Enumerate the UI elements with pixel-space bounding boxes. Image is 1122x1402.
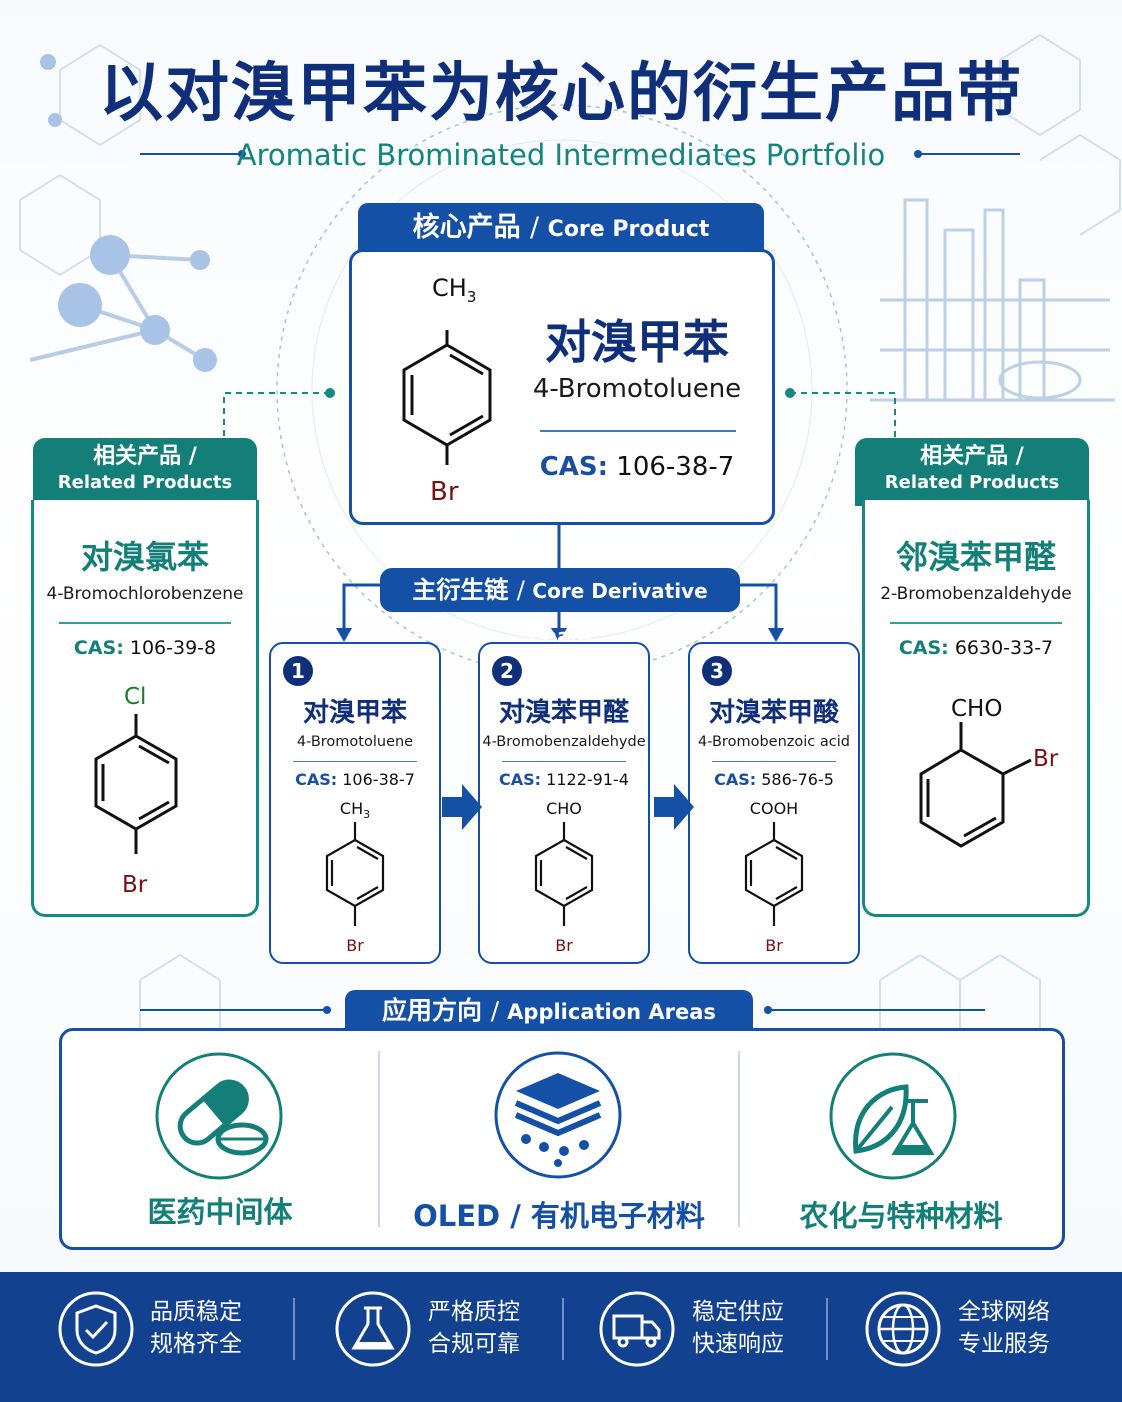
- footer-divider: [826, 1298, 828, 1360]
- chain-name-cn: 对溴苯甲醛: [498, 698, 629, 728]
- applications-panel: 医药中间体 OLED / 有机电子材料 农化与特种材料: [59, 1028, 1065, 1250]
- related-left-name-en: 4-Bromochlorobenzene: [46, 584, 244, 604]
- related-left-header: 相关产品 / Related Products: [33, 438, 257, 506]
- chain-name-en: 4-Bromobenzoic acid: [698, 734, 850, 750]
- shield-check-icon: [58, 1291, 134, 1367]
- chain-separator: [293, 761, 417, 762]
- core-cas: CAS: 106-38-7: [539, 452, 735, 482]
- app-label-agro: 农化与特种材料: [799, 1199, 1003, 1233]
- related-left-chlorine-label: Cl: [124, 684, 147, 710]
- chain-top-group: CHO: [546, 799, 582, 818]
- related-right-bromine-label: Br: [1033, 746, 1059, 772]
- chain-cas: CAS: 1122-91-4: [499, 770, 629, 789]
- chain-bromine-label: Br: [765, 936, 783, 955]
- related-right-name-en: 2-Bromobenzaldehyde: [880, 584, 1072, 604]
- core-name-cn: 对溴甲苯: [545, 315, 729, 369]
- flask-icon: [335, 1291, 411, 1367]
- capsule-pill-icon: [155, 1052, 283, 1180]
- related-left-separator: [59, 622, 231, 624]
- related-right-name-cn: 邻溴苯甲醛: [895, 538, 1056, 576]
- chain-step-number: 1: [283, 656, 313, 686]
- app-label-oled: OLED / 有机电子材料: [413, 1199, 705, 1233]
- footer-feature-network: 全球网络专业服务: [958, 1299, 1050, 1357]
- chain-card-1: 1 对溴甲苯 4-Bromotoluene CAS: 106-38-7 CH3 …: [269, 642, 441, 964]
- chain-card-3: 3 对溴苯甲酸 4-Bromobenzoic acid CAS: 586-76-…: [688, 642, 860, 964]
- core-product-card: CH3 Br 对溴甲苯 4-Bromotoluene CAS: 106-38-7: [349, 249, 775, 525]
- chain-benzene-ring: [534, 822, 594, 926]
- chain-top-group: COOH: [749, 799, 799, 818]
- chain-cas: CAS: 106-38-7: [295, 770, 415, 789]
- chain-name-cn: 对溴苯甲酸: [708, 698, 839, 728]
- app-divider: [738, 1051, 740, 1227]
- layered-film-icon: [494, 1051, 622, 1179]
- footer-divider: [293, 1298, 295, 1360]
- chain-arrow-1-2: [442, 784, 482, 830]
- core-br-bond: [445, 445, 449, 465]
- core-benzene-ring: [402, 330, 492, 447]
- core-header-en: Core Product: [547, 217, 710, 242]
- chain-header: 主衍生链 / Core Derivative Chain: [380, 568, 740, 648]
- chain-card-2: 2 对溴苯甲醛 4-Bromobenzaldehyde CAS: 1122-91…: [478, 642, 650, 964]
- related-right-aldehyde-label: CHO: [951, 696, 1003, 722]
- leaf-flask-icon: [829, 1052, 957, 1180]
- core-separator: [540, 430, 736, 432]
- chain-bromine-label: Br: [555, 936, 573, 955]
- core-header: 核心产品 / Core Product: [358, 203, 764, 253]
- page-title: 以对溴甲苯为核心的衍生产品带: [99, 57, 1023, 131]
- chain-step-number: 2: [492, 656, 522, 686]
- chain-top-group: CH3: [339, 799, 371, 822]
- chain-step-number: 3: [702, 656, 732, 686]
- truck-icon: [599, 1291, 675, 1367]
- footer-divider: [562, 1298, 564, 1360]
- app-divider: [378, 1051, 380, 1227]
- footer-feature-supply: 稳定供应快速响应: [692, 1299, 784, 1357]
- applications-header: 应用方向 / Application Areas: [345, 990, 753, 1032]
- chain-bromine-label: Br: [346, 936, 364, 955]
- chain-name-cn: 对溴甲苯: [302, 698, 407, 728]
- app-label-pharma: 医药中间体: [147, 1195, 293, 1229]
- chain-benzene-ring: [325, 822, 385, 926]
- related-left-benzene-ring: [94, 714, 178, 854]
- globe-icon: [865, 1291, 941, 1367]
- related-right-cas: CAS: 6630-33-7: [898, 637, 1054, 659]
- chain-benzene-ring: [744, 822, 804, 926]
- related-left-name-cn: 对溴氯苯: [80, 538, 209, 576]
- chain-name-en: 4-Bromotoluene: [296, 734, 414, 750]
- footer-bar: 品质稳定规格齐全 严格质控合规可靠 稳定供应快速响应 全球网络专业服务: [0, 1272, 1122, 1402]
- related-right-separator: [890, 622, 1062, 624]
- chain-arrow-2-3: [654, 784, 694, 830]
- core-bromine-label: Br: [430, 477, 459, 507]
- chain-cas: CAS: 586-76-5: [714, 770, 834, 789]
- related-right-header: 相关产品 / Related Products: [855, 438, 1089, 506]
- related-right-benzene-ring: [919, 722, 1032, 848]
- chain-separator: [712, 761, 836, 762]
- core-name-en: 4-Bromotoluene: [532, 374, 742, 404]
- page-subtitle: Aromatic Brominated Intermediates Portfo…: [236, 138, 886, 172]
- related-left-bromine-label: Br: [122, 872, 148, 898]
- core-header-cn: 核心产品: [412, 212, 521, 243]
- footer-feature-control: 严格质控合规可靠: [428, 1299, 520, 1357]
- refinery-decoration: [870, 198, 1115, 402]
- footer-feature-quality: 品质稳定规格齐全: [150, 1299, 242, 1357]
- core-methyl-label: CH3: [432, 274, 477, 306]
- related-left-card: 对溴氯苯 4-Bromochlorobenzene CAS: 106-39-8 …: [31, 500, 259, 917]
- chain-separator: [502, 761, 626, 762]
- related-left-cas: CAS: 106-39-8: [73, 637, 217, 659]
- chain-name-en: 4-Bromobenzaldehyde: [482, 734, 646, 750]
- related-right-card: 邻溴苯甲醛 2-Bromobenzaldehyde CAS: 6630-33-7…: [862, 500, 1090, 917]
